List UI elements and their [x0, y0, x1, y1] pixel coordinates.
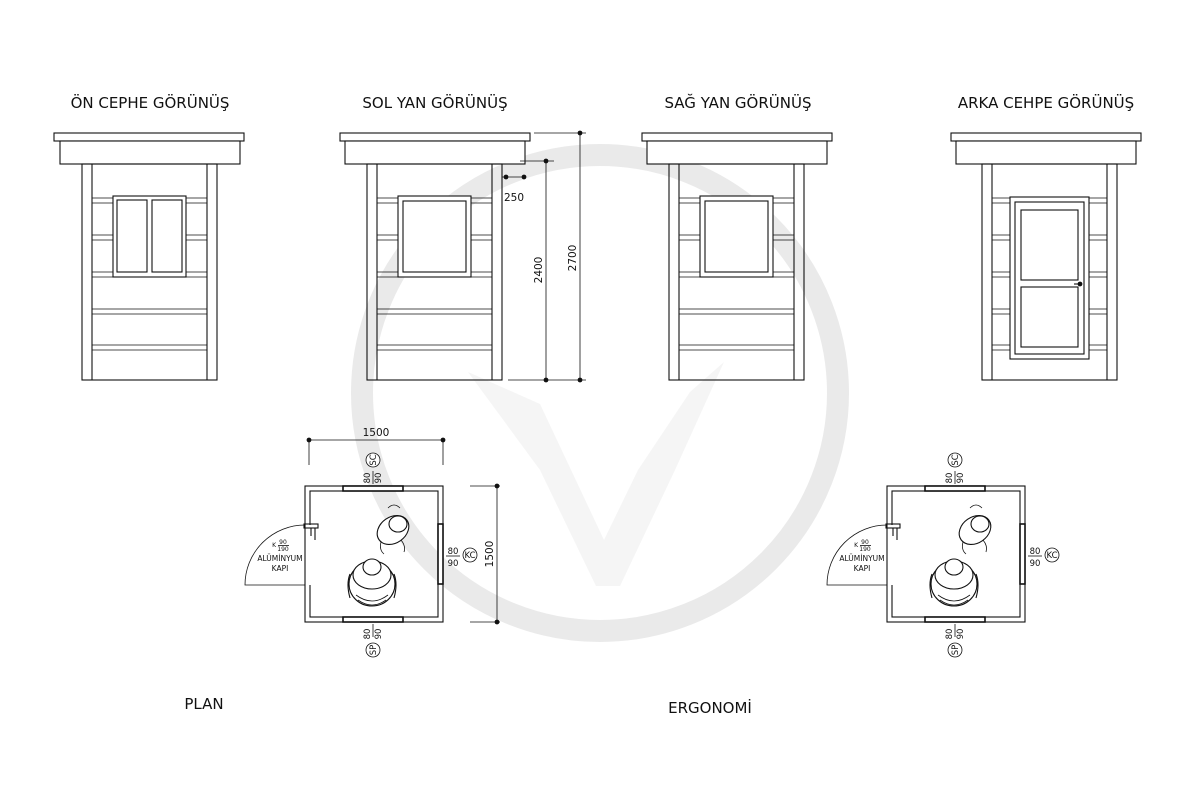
height-dimensions: 250 2400 2700	[502, 130, 586, 383]
plan-bottom-window	[342, 616, 404, 623]
ergonomi-bottom-window-width: 80	[945, 629, 955, 640]
plan-door-size-bottom: 190	[277, 546, 289, 553]
left-view-title: SOL YAN GÖRÜNÜŞ	[362, 93, 507, 112]
door-handle-icon	[1074, 281, 1083, 287]
plan-door-size-top: 90	[279, 539, 287, 546]
plan-door-word: KAPI	[272, 564, 289, 573]
plan-right-window-height: 90	[448, 559, 459, 569]
plan-door-swing	[244, 523, 319, 586]
ergonomi-view: SC 80 90 80 90 KC 80 90 SP K 90 190 ALÜM…	[668, 452, 1060, 717]
right-view-title: SAĞ YAN GÖRÜNÜŞ	[665, 93, 812, 112]
left-window	[397, 195, 472, 278]
plan-width-dimension: 1500	[363, 427, 390, 439]
plan-bottom-tag-text: SP	[369, 645, 379, 656]
back-elevation: ARKA CEHPE GÖRÜNÜŞ	[950, 93, 1142, 381]
wall-height-dimension: 2400	[533, 257, 545, 284]
plan-door-code: K	[272, 542, 277, 549]
ergonomi-top-window-width: 80	[945, 473, 955, 484]
back-door	[1009, 196, 1090, 360]
plan-right-tag-text: KC	[464, 551, 475, 561]
brand-watermark-icon	[351, 144, 849, 642]
plan-door-type: ALÜMİNYUM	[257, 554, 302, 563]
plan-bottom-window-tag	[365, 642, 381, 658]
ergonomi-door-word: KAPI	[854, 564, 871, 573]
person-standing-topview-icon	[376, 504, 410, 555]
plan-right-window-tag	[462, 547, 478, 563]
left-elevation: SOL YAN GÖRÜNÜŞ	[339, 93, 531, 381]
plan-view: 1500 SC 80 90 80 90 KC 80 90 SP 1500	[184, 427, 500, 713]
ergonomi-bottom-tag-text: SP	[951, 645, 961, 656]
person-seated-chair-topview-icon	[347, 558, 397, 607]
ergonomi-door-size-bottom: 190	[859, 546, 871, 553]
right-window	[699, 195, 774, 278]
plan-top-window-height: 90	[374, 473, 384, 484]
ergonomi-right-window	[1019, 523, 1026, 585]
plan-top-tag-text: SC	[369, 454, 379, 465]
right-elevation: SAĞ YAN GÖRÜNÜŞ	[641, 93, 833, 381]
ergonomi-right-window-width: 80	[1030, 547, 1041, 557]
front-window	[112, 195, 187, 278]
plan-title: PLAN	[184, 695, 223, 713]
ergonomi-door-code: K	[854, 542, 859, 549]
plan-top-window-width: 80	[363, 473, 373, 484]
ergonomi-door-type: ALÜMİNYUM	[839, 554, 884, 563]
plan-bottom-window-width: 80	[363, 629, 373, 640]
ergonomi-top-tag-text: SC	[951, 454, 961, 465]
front-view-title: ÖN CEPHE GÖRÜNÜŞ	[71, 93, 230, 112]
ergonomi-right-window-tag	[1044, 547, 1060, 563]
ergonomi-bottom-window	[924, 616, 986, 623]
person-seated-chair-topview-icon	[929, 558, 979, 607]
back-view-title: ARKA CEHPE GÖRÜNÜŞ	[958, 93, 1134, 112]
plan-right-window	[437, 523, 444, 585]
ergonomi-top-window-height: 90	[956, 473, 966, 484]
ergonomi-top-window	[924, 485, 986, 492]
plan-right-window-width: 80	[448, 547, 459, 557]
ergonomi-bottom-window-height: 90	[956, 629, 966, 640]
ergonomi-bottom-window-tag	[947, 642, 963, 658]
overhang-dimension: 250	[504, 192, 524, 204]
person-standing-topview-icon	[958, 504, 992, 555]
plan-top-window-tag	[365, 452, 381, 468]
ergonomi-title: ERGONOMİ	[668, 698, 752, 717]
plan-top-window	[342, 485, 404, 492]
total-height-dimension: 2700	[567, 245, 579, 272]
plan-depth-dimension: 1500	[484, 541, 496, 568]
ergonomi-door-swing	[826, 523, 901, 586]
ergonomi-right-window-height: 90	[1030, 559, 1041, 569]
ergonomi-right-tag-text: KC	[1046, 551, 1057, 561]
ergonomi-top-window-tag	[947, 452, 963, 468]
front-elevation: ÖN CEPHE GÖRÜNÜŞ	[53, 93, 245, 381]
ergonomi-door-size-top: 90	[861, 539, 869, 546]
plan-bottom-window-height: 90	[374, 629, 384, 640]
